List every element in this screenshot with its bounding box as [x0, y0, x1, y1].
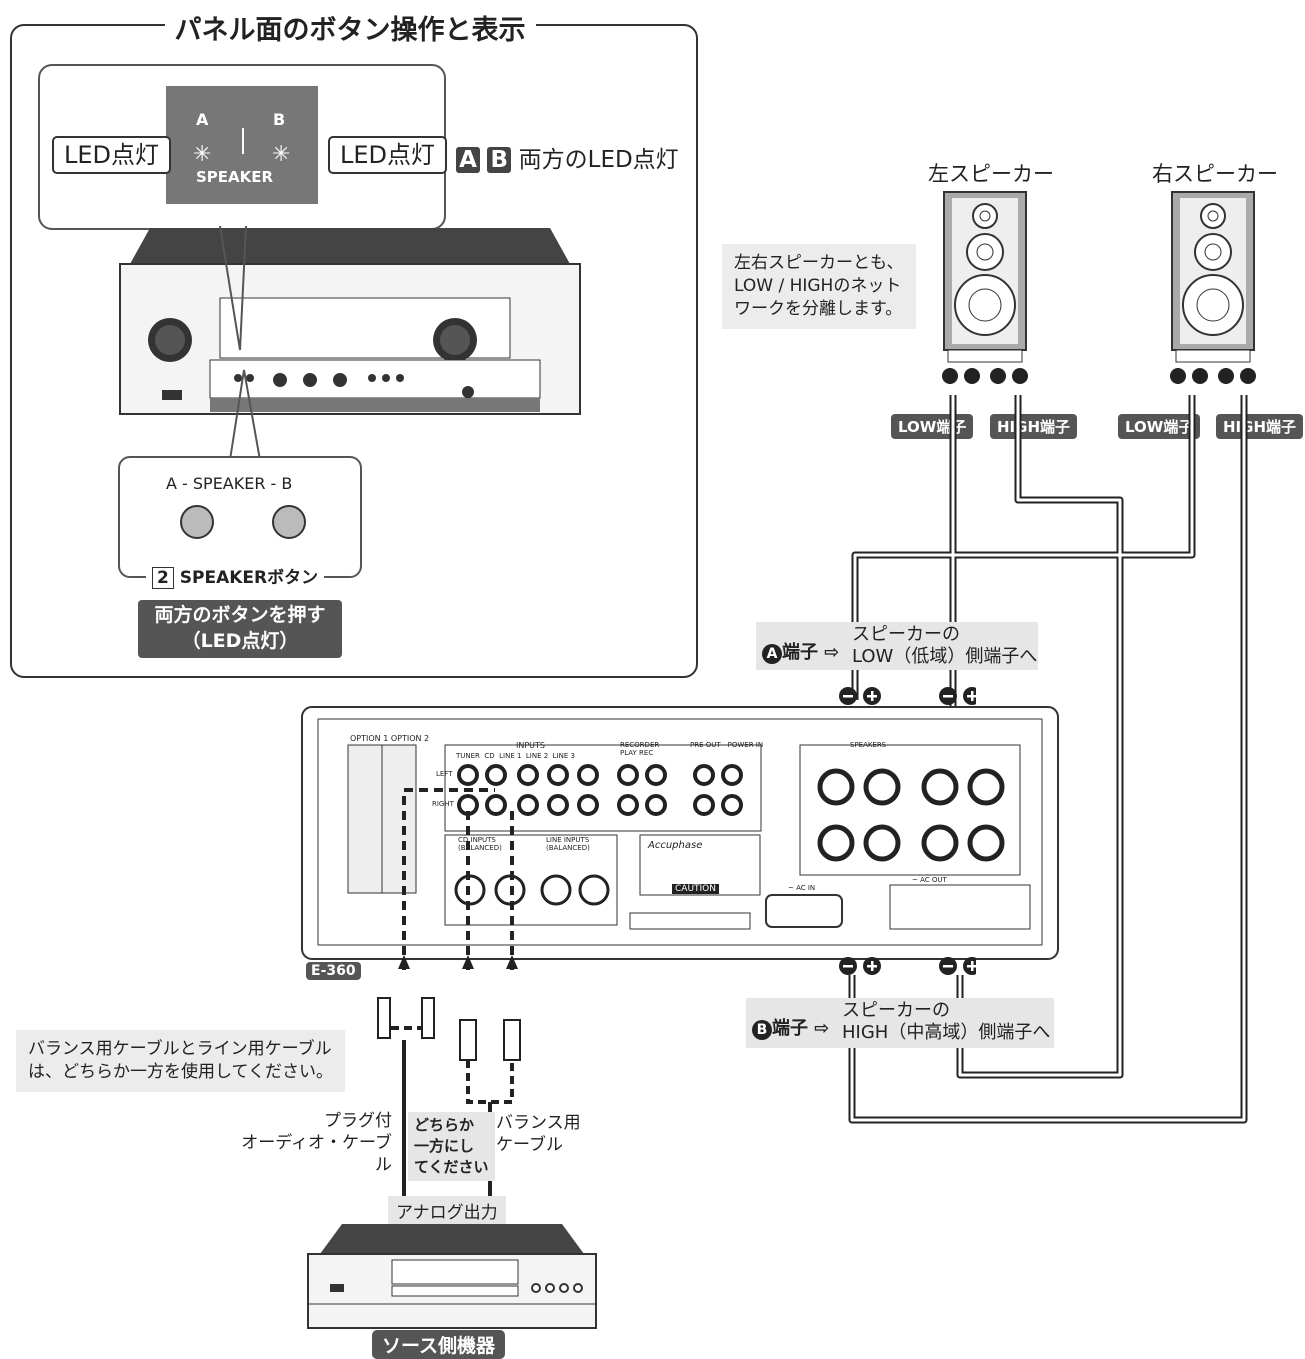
cable-note: バランス用ケーブルとライン用ケーブル は、どちらか一方を使用してください。 — [16, 1030, 345, 1092]
source-device — [307, 1224, 597, 1329]
amp-front-illustration — [119, 228, 581, 415]
choose-one-label: どちらか 一方にし てください — [408, 1112, 495, 1181]
both-led-note: A B 両方のLED点灯 — [456, 140, 679, 174]
amp-preout-label: PRE OUT - POWER IN — [690, 741, 764, 749]
right-speaker-title: 右スピーカー — [1152, 162, 1278, 186]
right-speaker — [1170, 191, 1256, 384]
line3-label: LINE 3 — [552, 752, 575, 760]
press-line1: 両方のボタンを押す — [154, 604, 326, 626]
line2-label: LINE 2 — [525, 752, 549, 760]
amp-rear-panel — [301, 706, 1059, 960]
plug-cable-label: プラグ付 オーディオ・ケーブル — [236, 1110, 392, 1176]
amp-line-bal-label: LINE INPUTS (BALANCED) — [546, 836, 590, 852]
amp-right-label: RIGHT — [432, 800, 454, 808]
led-b-icon: ✳ — [272, 142, 291, 167]
source-device-tag: ソース側機器 — [372, 1330, 506, 1359]
terminal-b-line1: スピーカーの — [842, 1000, 950, 1021]
button-number: 2 — [152, 567, 174, 589]
play-label: PLAY — [620, 749, 637, 757]
buttons-caption: A - SPEAKER - B — [166, 474, 293, 493]
amp-option-labels: OPTION 1 OPTION 2 — [350, 734, 429, 743]
balance-line1: バランス用 — [496, 1113, 581, 1133]
speaker-note-line1: 左右スピーカーとも、 — [734, 253, 904, 273]
left-low-terminal: LOW端子 — [891, 414, 974, 439]
choose-line2: 一方にし — [414, 1137, 475, 1155]
cable-note-line1: バランス用ケーブルとライン用ケーブル — [28, 1039, 332, 1059]
amp-cd-bal-label: CD INPUTS (BALANCED) — [458, 836, 502, 852]
amp-input-names: TUNER CD LINE 1 LINE 2 LINE 3 — [456, 752, 575, 760]
balance-line2: ケーブル — [496, 1135, 563, 1155]
line1-label: LINE 1 — [499, 752, 522, 760]
led-a-letter: A — [196, 110, 209, 129]
amp-caution-label: CAUTION — [672, 884, 719, 894]
terminal-a-callout — [756, 622, 1038, 670]
both-led-text: 両方のLED点灯 — [518, 147, 679, 173]
terminal-b-badge: B — [752, 1020, 772, 1040]
amp-recorder-label: RECORDER PLAY REC — [620, 741, 659, 757]
terminal-a-word: 端子 — [782, 642, 818, 663]
terminal-a-line1: スピーカーの — [852, 624, 960, 645]
analog-output-label: アナログ出力 — [388, 1196, 506, 1225]
terminal-a-badge: A — [762, 644, 782, 664]
left-speaker-title: 左スピーカー — [928, 162, 1054, 186]
led-label-right: LED点灯 — [328, 136, 448, 174]
panel-title: パネル面のボタン操作と表示 — [0, 8, 700, 47]
choose-line1: どちらか — [414, 1116, 475, 1134]
plug-line2: オーディオ・ケーブル — [241, 1133, 392, 1175]
button-name: SPEAKERボタン — [179, 568, 319, 588]
buttons-box — [118, 456, 362, 578]
speaker-note-line2: LOW / HIGHのネット — [734, 276, 902, 296]
speaker-button-b[interactable] — [272, 505, 306, 539]
terminal-b-line2: HIGH（中高域）側端子へ — [842, 1022, 1051, 1043]
amp-a-polarity — [839, 687, 976, 705]
badge-b: B — [487, 147, 512, 173]
amp-speakers-label: SPEAKERS — [850, 741, 887, 749]
option2-label: OPTION 2 — [390, 734, 430, 743]
left-speaker — [942, 191, 1028, 384]
amp-ac-out-label: ~ AC OUT — [912, 876, 947, 884]
cable-note-line2: は、どちらか一方を使用してください。 — [28, 1062, 333, 1082]
speaker-note: 左右スピーカーとも、 LOW / HIGHのネット ワークを分離します。 — [722, 244, 916, 329]
amp-model-tag: E-360 — [306, 962, 361, 980]
cd-label: CD — [484, 752, 495, 760]
terminal-b-word: 端子 — [772, 1018, 808, 1039]
led-divider — [242, 128, 244, 154]
rec-label: REC — [639, 749, 654, 757]
terminal-b-desc: スピーカーの HIGH（中高域）側端子へ — [842, 1000, 1050, 1044]
amp-left-label: LEFT — [436, 770, 453, 778]
amp-ac-in-label: ~ AC IN — [788, 884, 816, 892]
amp-b-polarity — [839, 957, 976, 975]
plug-line1: プラグ付 — [324, 1111, 392, 1131]
terminal-b-arrow: ⇨ — [814, 1018, 830, 1039]
balance-cable-label: バランス用 ケーブル — [496, 1112, 581, 1156]
choose-line3: てください — [414, 1158, 489, 1176]
amp-inputs-label: INPUTS — [516, 741, 545, 750]
amp-brand-label: Accuphase — [648, 840, 703, 851]
terminal-a-desc: スピーカーの LOW（低域）側端子へ — [852, 624, 1037, 668]
badge-a: A — [456, 147, 480, 173]
recorder-label: RECORDER — [620, 741, 660, 749]
led-b-letter: B — [273, 110, 286, 129]
callout-wedges — [219, 225, 261, 461]
speaker-panel-label: SPEAKER — [196, 168, 274, 186]
tuner-label: TUNER — [456, 752, 480, 760]
press-both-tag: 両方のボタンを押す （LED点灯） — [138, 600, 342, 658]
led-a-icon: ✳ — [193, 142, 212, 167]
press-line2: （LED点灯） — [181, 630, 299, 652]
speaker-button-a[interactable] — [180, 505, 214, 539]
terminal-b-callout — [746, 998, 1054, 1048]
speaker-note-line3: ワークを分離します。 — [734, 299, 903, 319]
speaker-button-caption: 2 SPEAKERボタン — [146, 563, 325, 589]
terminal-a-line2: LOW（低域）側端子へ — [852, 646, 1038, 667]
terminal-a-arrow: ⇨ — [824, 642, 840, 663]
option1-label: OPTION 1 — [350, 734, 389, 743]
right-low-terminal: LOW端子 — [1118, 414, 1201, 439]
led-label-left: LED点灯 — [52, 136, 172, 174]
